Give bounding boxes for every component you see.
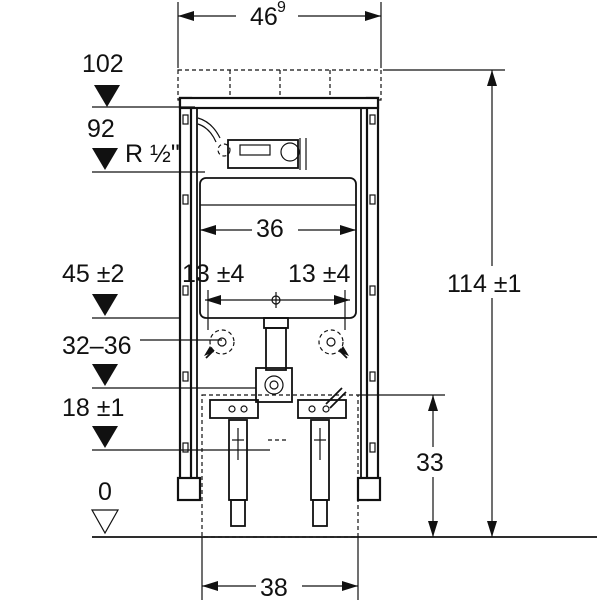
dim-top-width-label: 46 [250,3,278,31]
dim-top-width-superscript: 9 [277,0,286,16]
dimension-total-height: 114 ±1 [383,69,537,537]
level-0-label: 0 [98,478,112,506]
installation-frame [176,96,382,502]
flush-valve-unit [197,117,307,170]
dim-total-height-label: 114 ±1 [447,270,521,298]
top-cover [177,69,382,101]
dimension-bottom-width: 38 [201,537,359,600]
level-18-label: 18 ±1 [62,394,124,422]
level-18: 18 ±1 [62,394,270,451]
dim-offset-right-label: 13 ±4 [288,260,350,288]
lower-support [201,394,359,538]
level-102: 102 [82,50,195,108]
dimension-width-36: 36 [200,214,356,243]
dim-height-33-label: 33 [416,449,444,477]
water-connections [204,327,349,409]
dimension-top-width: 46 9 [177,0,382,68]
level-45-label: 45 ±2 [62,260,124,288]
thread-size-label: R ½" [125,140,180,168]
dim-bottom-width-label: 38 [260,574,288,600]
level-32-36: 32–36 [62,332,256,389]
level-92-label: 92 [87,115,115,143]
mounting-holes [182,114,376,453]
level-45: 45 ±2 [62,260,180,319]
level-32-36-label: 32–36 [62,332,132,360]
dimension-offsets: 13 ±4 13 ±4 [182,260,350,330]
level-102-label: 102 [82,50,124,78]
dimension-height-33: 33 [358,394,454,537]
dim-width-36-label: 36 [256,215,284,243]
level-0: 0 [90,478,120,535]
level-92: 92 R ½" [87,115,205,173]
cistern [199,177,357,329]
dim-offset-left-label: 13 ±4 [182,260,244,288]
